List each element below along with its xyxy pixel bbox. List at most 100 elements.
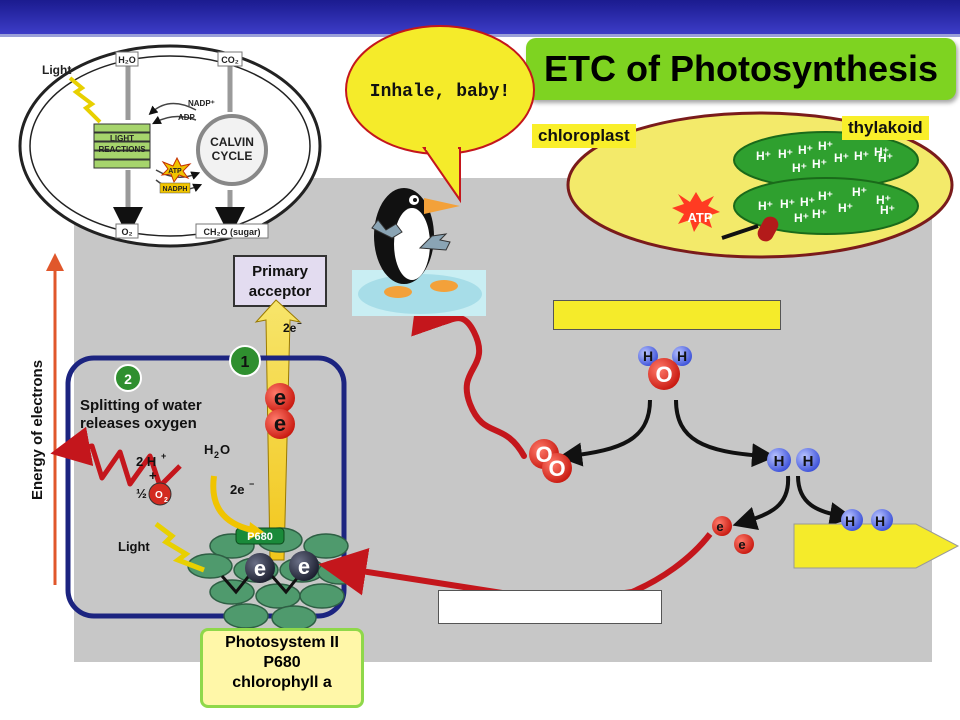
chloroplast-tag-text: chloroplast: [538, 126, 630, 145]
title-box: ETC of Photosynthesis: [526, 38, 956, 100]
thylakoid-tag-text: thylakoid: [848, 118, 923, 137]
step-2-label: 2: [124, 371, 132, 387]
electron-p680-2-label: e: [298, 554, 310, 579]
svg-text:H⁺: H⁺: [792, 161, 807, 175]
svg-text:2: 2: [164, 497, 168, 504]
heat-release-wave: [50, 426, 182, 489]
blank-white-box: [438, 590, 662, 624]
svg-text:H⁺: H⁺: [878, 151, 893, 165]
proton-pair: [841, 509, 893, 531]
electron-shaft-1-label: e: [274, 385, 286, 410]
hydrogen-to-electron-arrow: [732, 475, 791, 530]
half-label: ½: [136, 486, 147, 501]
electron-pair-p680: [245, 551, 319, 583]
svg-text:−: −: [297, 319, 302, 328]
hydrogen-1-label: H: [774, 453, 785, 470]
svg-text:H⁺: H⁺: [758, 199, 773, 213]
h2o-label: H: [204, 442, 213, 457]
svg-text:H⁺: H⁺: [780, 197, 795, 211]
svg-text:H⁺: H⁺: [794, 211, 809, 225]
svg-text:H⁺: H⁺: [876, 193, 891, 207]
electron-small-2-label: e: [738, 537, 745, 552]
energy-axis-label: Energy of electrons: [29, 360, 46, 500]
cycle-light-label: Light: [42, 63, 71, 77]
cycle-calvin-line2: CYCLE: [212, 149, 253, 163]
oxygen-1-label: O: [535, 442, 552, 467]
top-banner: [0, 0, 960, 34]
step-1-badge: [229, 345, 261, 377]
svg-text:H⁺: H⁺: [778, 147, 793, 161]
step-2-badge: [114, 364, 142, 392]
chloroplast: [566, 111, 954, 259]
split-to-hydrogen-arrow: [674, 399, 776, 468]
two-electron-label: 2e: [230, 482, 244, 497]
cycle-light-reactions-line2: REACTIONS: [98, 145, 146, 154]
electron-p680-1-label: e: [254, 556, 266, 581]
cycle-o2-label: O₂: [122, 227, 133, 237]
splitting-text-line2: releases oxygen: [80, 415, 197, 432]
two-h-plus-label: 2 H: [136, 454, 156, 469]
oxygen-pair: [529, 439, 572, 483]
svg-text:H⁺: H⁺: [874, 145, 889, 159]
photosystem-label-box: Photosystem II P680 chlorophyll a: [200, 628, 364, 708]
atp-label: ATP: [687, 210, 712, 225]
hydrogen-to-proton-arrow: [796, 475, 854, 526]
svg-text:H⁺: H⁺: [798, 143, 813, 157]
step-1-label: 1: [241, 354, 250, 371]
plus-label: +: [149, 468, 157, 483]
two-h-plus-charge: +: [161, 451, 166, 461]
content-panel: [74, 178, 932, 662]
light-zigzag: [154, 522, 205, 573]
split-to-oxygen-arrow: [558, 399, 652, 467]
speech-bubble: [345, 25, 535, 204]
cycle-nadph-label: NADPH: [163, 186, 188, 193]
cycle-h2o-label: H₂O: [118, 55, 136, 65]
chloroplast-tag: chloroplast: [532, 124, 636, 148]
cycle-sugar-label: CH₂O (sugar): [203, 227, 260, 237]
svg-text:H⁺: H⁺: [854, 149, 869, 163]
hydrogen-pair: [767, 448, 820, 472]
svg-text:H⁺: H⁺: [800, 195, 815, 209]
o2-label: O: [155, 490, 163, 501]
water-o-label: O: [655, 362, 672, 387]
light-label: Light: [118, 539, 150, 554]
electron-small-1-label: e: [716, 519, 723, 534]
photosystem-chlorophyll: chlorophyll a: [232, 674, 332, 691]
photosystem-p680: P680: [263, 654, 301, 671]
svg-text:−: −: [249, 479, 254, 489]
penguin-image: [352, 188, 486, 316]
svg-text:H⁺: H⁺: [812, 207, 827, 221]
thylakoid-protons: H⁺H⁺H⁺H⁺H⁺H⁺H⁺H⁺H⁺H⁺ H⁺H⁺H⁺H⁺H⁺H⁺H⁺H⁺H⁺H…: [756, 139, 895, 225]
o2-badge: [148, 482, 172, 506]
hydrogen-2-label: H: [803, 453, 814, 470]
water-molecule: [638, 346, 692, 390]
cycle-co2-label: CO₂: [221, 55, 239, 65]
cycle-nadp-label: NADP⁺: [188, 99, 215, 108]
blank-yellow-box: [553, 300, 781, 330]
electron-pair-small: [712, 516, 754, 554]
svg-text:H⁺: H⁺: [818, 139, 833, 153]
svg-text:H⁺: H⁺: [838, 201, 853, 215]
svg-text:H⁺: H⁺: [834, 151, 849, 165]
water-h2-label: H: [677, 348, 687, 364]
light-reactions-stack: [93, 123, 151, 169]
svg-text:H⁺: H⁺: [880, 203, 895, 217]
photosystem-panel: [65, 355, 347, 619]
cycle-calvin-line1: CALVIN: [210, 135, 254, 149]
thylakoid-tag: thylakoid: [842, 116, 929, 140]
svg-text:H⁺: H⁺: [812, 157, 827, 171]
proton-1-label: H: [845, 513, 855, 529]
primary-acceptor-line2: acceptor: [249, 283, 312, 300]
two-electron-top-label: 2e: [283, 321, 297, 335]
svg-text:H⁺: H⁺: [852, 185, 867, 199]
cycle-atp-label: ATP: [168, 168, 182, 175]
splitting-text-line1: Splitting of water: [80, 397, 202, 414]
primary-acceptor-line1: Primary: [252, 263, 309, 280]
cycle-light-reactions-line1: LIGHT: [110, 134, 134, 143]
page-title: ETC of Photosynthesis: [543, 48, 939, 89]
p680-badge-label: P680: [247, 531, 273, 543]
photosystem-name: Photosystem II: [225, 634, 339, 651]
water-to-p680-arrow: [210, 475, 253, 533]
svg-text:2: 2: [214, 450, 219, 460]
